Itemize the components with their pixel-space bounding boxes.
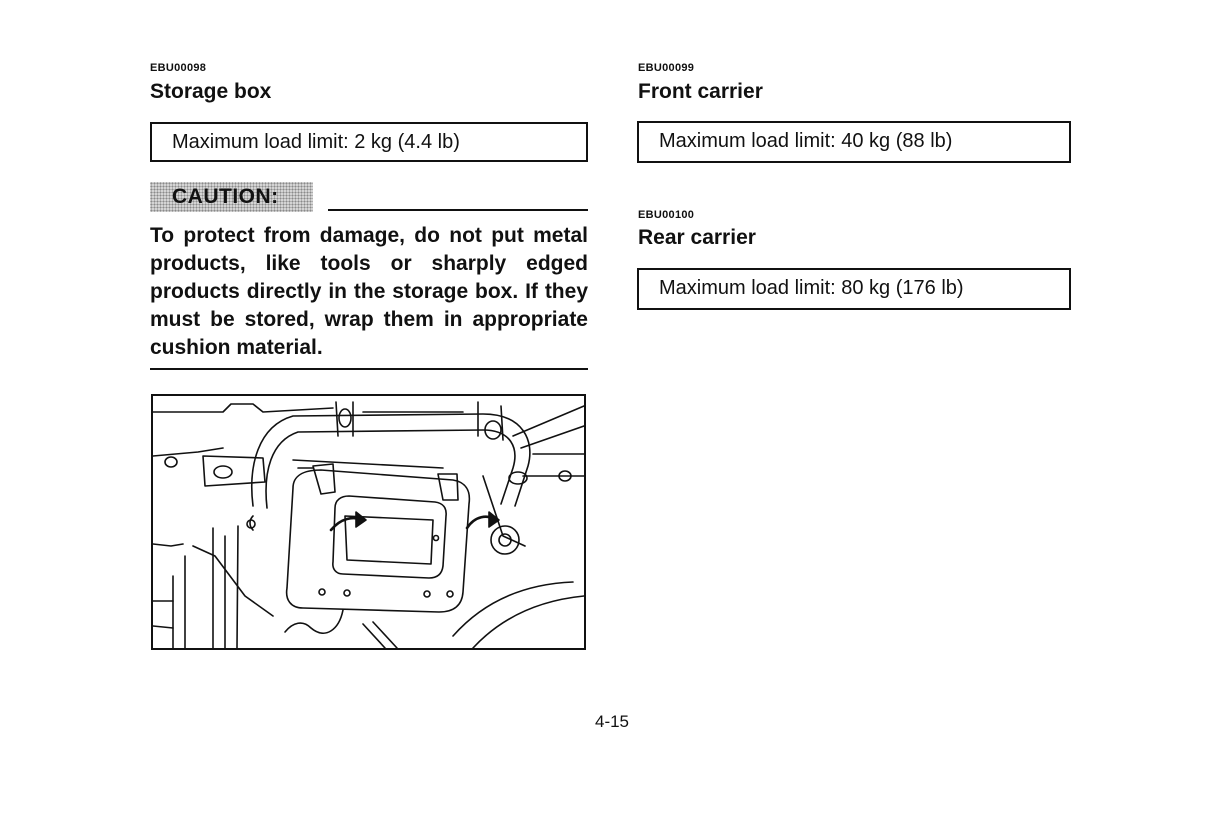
rear-carrier-title: Rear carrier (638, 226, 756, 249)
storage-box-section-code: EBU00098 (150, 62, 207, 74)
storage-box-load-limit: Maximum load limit: 2 kg (4.4 lb) (150, 122, 588, 162)
rear-carrier-section-code: EBU00100 (638, 209, 695, 221)
storage-box-title: Storage box (150, 80, 272, 103)
storage-box-illustration-icon (153, 401, 584, 648)
front-carrier-title: Front carrier (638, 80, 763, 103)
caution-header: CAUTION: (150, 182, 588, 212)
front-carrier-section-code: EBU00099 (638, 62, 695, 74)
page-number: 4-15 (594, 712, 630, 731)
caution-label: CAUTION: (150, 182, 313, 212)
caution-rule (328, 209, 588, 211)
caution-text: To protect from damage, do not put metal… (150, 224, 588, 359)
storage-box-figure (151, 394, 586, 650)
caution-end-rule (150, 368, 588, 370)
rear-carrier-load-limit: Maximum load limit: 80 kg (176 lb) (637, 268, 1071, 310)
front-carrier-load-limit: Maximum load limit: 40 kg (88 lb) (637, 121, 1071, 163)
